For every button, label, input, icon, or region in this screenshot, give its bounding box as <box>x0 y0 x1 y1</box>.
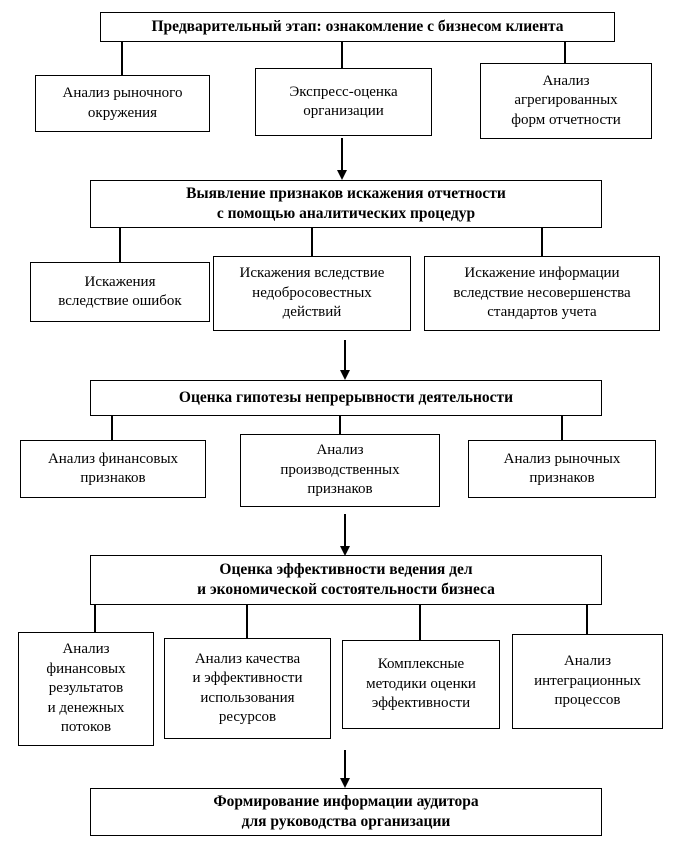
stage-4-child-3: Комплексные методики оценки эффективност… <box>342 640 500 729</box>
connector-line <box>119 228 121 262</box>
connector-line <box>419 605 421 640</box>
flow-arrow-line <box>341 138 343 170</box>
connector-line <box>586 605 588 634</box>
stage-4-child-2: Анализ качества и эффективности использо… <box>164 638 331 739</box>
stage-3-header: Оценка гипотезы непрерывности деятельнос… <box>90 380 602 416</box>
connector-line <box>311 228 313 256</box>
stage-1-child-3: Анализ агрегированных форм отчетности <box>480 63 652 139</box>
stage-3-child-3: Анализ рыночных признаков <box>468 440 656 498</box>
arrow-down-icon <box>340 370 350 380</box>
arrow-down-icon <box>337 170 347 180</box>
stage-4-child-1: Анализ финансовых результатов и денежных… <box>18 632 154 746</box>
stage-2-header: Выявление признаков искажения отчетности… <box>90 180 602 228</box>
connector-line <box>94 605 96 632</box>
connector-line <box>564 42 566 63</box>
stage-2-child-1: Искажения вследствие ошибок <box>30 262 210 322</box>
stage-1-header: Предварительный этап: ознакомление с биз… <box>100 12 615 42</box>
connector-line <box>541 228 543 256</box>
stage-2-child-2: Искажения вследствие недобросовестных де… <box>213 256 411 331</box>
arrow-down-icon <box>340 546 350 556</box>
stage-4-header: Оценка эффективности ведения дел и эконо… <box>90 555 602 605</box>
connector-line <box>339 416 341 434</box>
stage-5-header: Формирование информации аудитора для рук… <box>90 788 602 836</box>
connector-line <box>561 416 563 440</box>
stage-3-child-2: Анализ производственных признаков <box>240 434 440 507</box>
flow-arrow-line <box>344 340 346 370</box>
connector-line <box>341 42 343 68</box>
stage-1-child-1: Анализ рыночного окружения <box>35 75 210 132</box>
connector-line <box>121 42 123 75</box>
stage-2-child-3: Искажение информации вследствие несоверш… <box>424 256 660 331</box>
stage-3-child-1: Анализ финансовых признаков <box>20 440 206 498</box>
flow-arrow-line <box>344 514 346 546</box>
connector-line <box>246 605 248 638</box>
connector-line <box>111 416 113 440</box>
flow-arrow-line <box>344 750 346 778</box>
stage-1-child-2: Экспресс-оценка организации <box>255 68 432 136</box>
stage-4-child-4: Анализ интеграционных процессов <box>512 634 663 729</box>
arrow-down-icon <box>340 778 350 788</box>
